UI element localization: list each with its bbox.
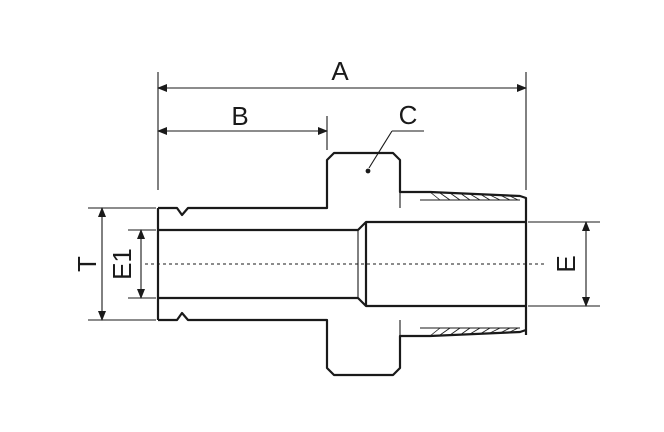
leader-c-line [368,130,393,169]
dimension-e1: E1 [107,229,156,299]
fitting-body [145,151,545,377]
fitting-outline-top [158,151,528,335]
label-e1: E1 [107,248,137,280]
dimension-e: E [528,221,600,307]
fitting-outline-bottom [158,311,527,377]
thread-hatch-bottom [429,327,519,337]
leader-c-dot [365,168,371,174]
thread-hatch-top [429,191,519,201]
dimension-a: A [157,56,527,190]
leader-c: C [365,100,424,174]
bore-outline [158,220,526,308]
label-e: E [551,255,581,272]
label-c: C [399,100,418,130]
label-b: B [231,101,248,131]
dimension-b: B [157,101,328,150]
dimension-t: T [72,207,156,321]
label-t: T [72,256,102,272]
label-a: A [331,56,349,86]
